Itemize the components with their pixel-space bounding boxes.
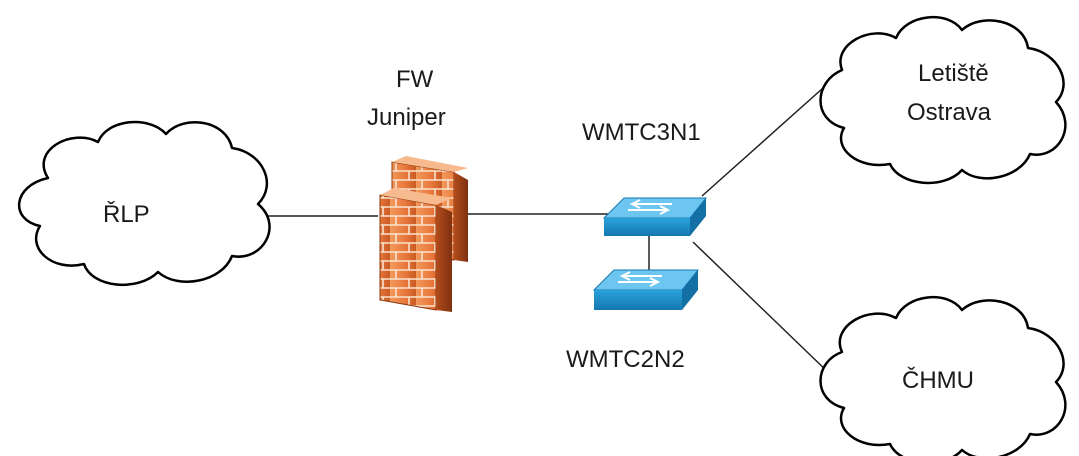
cloud-rlp: ŘLP xyxy=(17,120,271,286)
switch-icon xyxy=(602,197,708,236)
cloud-icon xyxy=(819,16,1067,185)
firewall-label-line1: FW xyxy=(396,66,434,93)
cloud-icon xyxy=(17,120,271,286)
firewall-icon xyxy=(379,156,468,312)
firewall-juniper: FW Juniper xyxy=(367,66,468,312)
switch-wmtc2n2: WMTC2N2 xyxy=(566,269,700,373)
cloud-label-airport-line2: Ostrava xyxy=(907,99,992,126)
cloud-icon xyxy=(819,296,1067,456)
link-wmtc3n1-chmu xyxy=(692,241,833,377)
cloud-chmu: ČHMU xyxy=(819,296,1067,456)
switch-label-wmtc3n1: WMTC3N1 xyxy=(582,119,701,146)
switch-wmtc3n1: WMTC3N1 xyxy=(582,119,708,236)
cloud-letiste-ostrava: Letiště Ostrava xyxy=(819,16,1067,185)
switch-label-wmtc2n2: WMTC2N2 xyxy=(566,346,685,373)
cloud-label-chmu: ČHMU xyxy=(902,366,974,394)
cloud-label-airport-line1: Letiště xyxy=(918,60,989,87)
link-wmtc3n1-airport xyxy=(701,79,833,197)
firewall-label-line2: Juniper xyxy=(367,104,446,131)
cloud-label-rlp: ŘLP xyxy=(103,201,150,228)
switch-icon xyxy=(592,269,700,310)
